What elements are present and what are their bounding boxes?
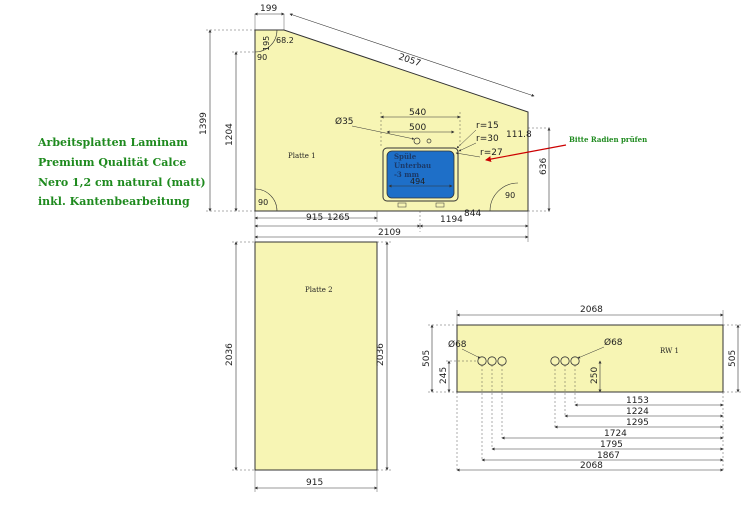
dim-diameter-68-right: Ø68	[604, 337, 623, 348]
dim-915-bottom: 915	[306, 478, 323, 488]
title-line-2: Premium Qualität Calce	[38, 156, 186, 169]
dim-1153: 1153	[626, 396, 649, 406]
radius-note: Bitte Radien prüfen	[485, 135, 647, 163]
slab-platte-2: Platte 2 2036 2036 915	[225, 241, 392, 492]
title-line-3: Nero 1,2 cm natural (matt)	[38, 176, 206, 189]
dim-494: 494	[410, 177, 425, 186]
dim-2036-right: 2036	[376, 343, 386, 366]
dim-195: 195	[262, 36, 271, 51]
dim-1867: 1867	[597, 451, 620, 461]
dim-915-top: 915	[306, 213, 323, 223]
title-line-4: inkl. Kantenbearbeitung	[38, 195, 190, 208]
dim-1265: 1265	[327, 213, 350, 223]
sink-label-2: Unterbau	[394, 161, 431, 170]
radius-30: r=30	[476, 134, 499, 144]
sink-cutout: Spüle Unterbau -3 mm 494	[382, 137, 459, 208]
dim-250: 250	[590, 367, 600, 384]
dim-1724: 1724	[604, 429, 627, 439]
rw-1-label: RW 1	[660, 347, 679, 355]
platte-1-label: Platte 1	[288, 152, 316, 160]
dim-505-right: 505	[728, 350, 738, 367]
dim-1204: 1204	[225, 123, 235, 146]
dim-505-left: 505	[422, 350, 432, 367]
angle-90-bottom-left: 90	[258, 198, 268, 207]
dim-1795: 1795	[600, 440, 623, 450]
angle-90-top-left: 90	[257, 53, 267, 62]
sink-label-1: Spüle	[394, 152, 417, 161]
dim-1224: 1224	[626, 407, 649, 417]
dim-1399: 1399	[199, 112, 209, 135]
dim-245: 245	[439, 367, 449, 384]
dim-500: 500	[409, 123, 426, 133]
dim-2109: 2109	[378, 228, 401, 238]
dim-68-2: 68.2	[276, 36, 294, 45]
radius-27: r=27	[480, 148, 503, 158]
dim-540: 540	[409, 108, 426, 118]
right-dimension-636: 636	[528, 127, 552, 212]
dim-111-8: 111.8	[506, 130, 532, 140]
dim-1194: 1194	[440, 215, 463, 225]
dim-2036-left: 2036	[225, 343, 235, 366]
angle-90-bottom-right: 90	[505, 191, 515, 200]
platte-2-label: Platte 2	[305, 286, 333, 294]
dim-diameter-35: Ø35	[335, 116, 354, 127]
dim-844: 844	[464, 209, 481, 219]
note-radien: Bitte Radien prüfen	[569, 135, 647, 144]
title-line-1: Arbeitsplatten Laminam	[37, 136, 188, 149]
title-block: Arbeitsplatten Laminam Premium Qualität …	[37, 136, 206, 208]
dim-1295: 1295	[626, 418, 649, 428]
dim-diameter-68-left: Ø68	[448, 339, 467, 350]
dim-2068-top: 2068	[580, 305, 603, 315]
dim-2057: 2057	[397, 52, 422, 69]
sink-dimensions: 540 500 Ø35 r=15 r=30 r=27 111.8	[335, 108, 532, 158]
dim-636: 636	[539, 158, 549, 175]
dim-199: 199	[260, 4, 277, 14]
sink-label-3: -3 mm	[394, 170, 420, 179]
dim-2068-bottom: 2068	[580, 461, 603, 471]
radius-15: r=15	[476, 121, 499, 131]
bottom-dimensions-platte-1: 915 1265 1194 844 2109	[254, 209, 529, 242]
left-dimensions-platte-1: 1399 1204	[199, 29, 255, 212]
slab-rw-1: RW 1 2068 505 245 505 Ø68 Ø68 250	[422, 305, 742, 472]
